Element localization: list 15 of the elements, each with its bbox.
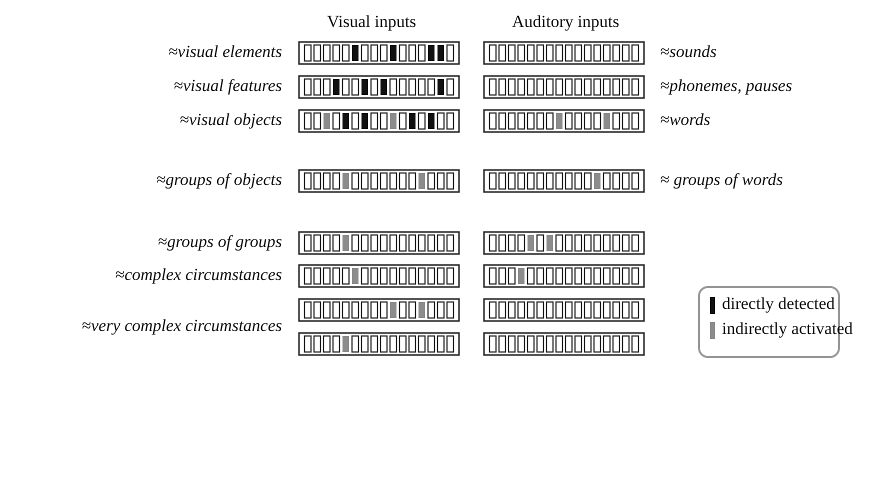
column-header: Auditory inputs — [512, 12, 620, 32]
row-label: ≈sounds — [660, 42, 717, 62]
row-label: ≈visual objects — [180, 110, 282, 130]
row-label: ≈groups of objects — [156, 170, 282, 190]
row-label: ≈groups of groups — [158, 232, 282, 252]
legend-label: indirectly activated — [722, 319, 853, 339]
row-label: ≈ groups of words — [660, 170, 783, 190]
legend-label: directly detected — [722, 294, 835, 314]
row-label: ≈complex circumstances — [115, 265, 282, 285]
row-label: ≈visual elements — [168, 42, 282, 62]
row-label: ≈visual features — [174, 76, 282, 96]
row-label: ≈words — [660, 110, 710, 130]
column-header: Visual inputs — [327, 12, 416, 32]
row-label: ≈phonemes, pauses — [660, 76, 792, 96]
row-label: ≈very complex circumstances — [82, 316, 282, 336]
